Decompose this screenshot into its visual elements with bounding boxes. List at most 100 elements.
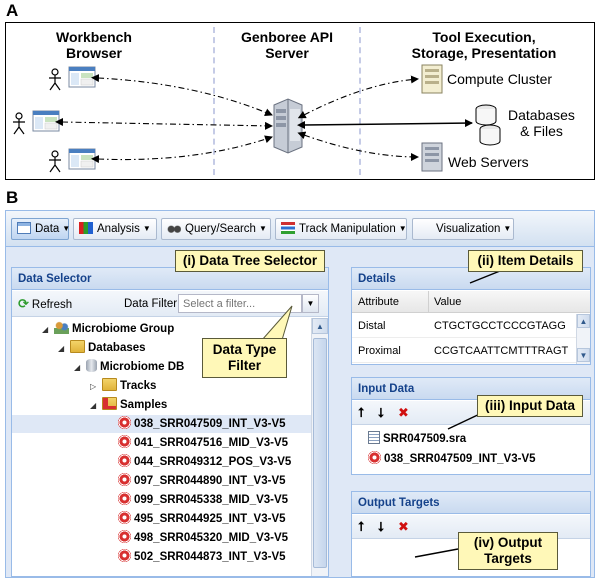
sample-icon: [118, 549, 131, 562]
browser-window-icon: [68, 66, 96, 88]
tree-node[interactable]: ◢Microbiome Group: [42, 320, 174, 338]
tree-toggle-icon[interactable]: ◢: [74, 363, 81, 372]
output-targets-title: Output Targets: [352, 492, 590, 514]
filter-dropdown-trigger[interactable]: ▼: [302, 294, 319, 313]
browser-window-icon: [32, 110, 60, 132]
callout-input-data: (iii) Input Data: [477, 395, 583, 417]
track-manipulation-menu-button[interactable]: Track Manipulation▼: [275, 218, 407, 240]
binoculars-icon: [167, 222, 181, 234]
details-grid-header: Attribute Value: [352, 291, 590, 313]
visualization-icon: [418, 222, 432, 234]
details-scrollbar[interactable]: ▲ ▼: [576, 314, 590, 364]
analysis-icon: [79, 222, 93, 234]
remove-icon[interactable]: ✖: [398, 405, 409, 420]
remove-icon[interactable]: ✖: [398, 519, 409, 534]
compute-cluster-icon: [421, 64, 443, 94]
data-selector-toolbar: ⟳Refresh Data Filter: ▼: [12, 291, 328, 317]
tree-scrollbar[interactable]: ▲: [311, 318, 328, 576]
move-up-icon[interactable]: ⭡: [358, 519, 365, 534]
user-icon: [13, 112, 25, 135]
attribute-column-header[interactable]: Attribute: [358, 296, 399, 308]
api-server-title: Genboree API Server: [240, 29, 334, 61]
architecture-diagram: Workbench Browser Genboree API Server To…: [5, 22, 595, 180]
sample-icon: [118, 435, 131, 448]
api-server-icon: [273, 98, 303, 154]
move-up-icon[interactable]: ⭡: [358, 405, 365, 420]
tree-node[interactable]: 097_SRR044890_INT_V3-V5: [106, 472, 286, 490]
sample-icon: [118, 473, 131, 486]
tree-toggle-icon[interactable]: ▷: [90, 382, 97, 391]
web-servers-label: Web Servers: [448, 154, 529, 170]
tree-node[interactable]: 495_SRR044925_INT_V3-V5: [106, 510, 286, 528]
query-search-menu-button[interactable]: Query/Search▼: [161, 218, 271, 240]
group-icon: [54, 321, 69, 334]
caret-down-icon: ▼: [62, 224, 71, 233]
database-icon: [86, 359, 97, 372]
data-grid-icon: [17, 222, 31, 234]
input-data-panel: Input Data ⭡ ⭣ ✖ SRR047509.sra 038_SRR047…: [351, 377, 591, 475]
data-filter-label: Data Filter:: [124, 298, 181, 310]
move-down-icon[interactable]: ⭣: [378, 519, 385, 534]
analysis-menu-button[interactable]: Analysis▼: [73, 218, 157, 240]
data-menu-button[interactable]: Data▼: [11, 218, 71, 240]
caret-down-icon: ▼: [258, 224, 267, 233]
tree-node[interactable]: 498_SRR045320_MID_V3-V5: [106, 529, 288, 547]
tree-node[interactable]: 099_SRR045338_MID_V3-V5: [106, 491, 288, 509]
tree-node[interactable]: 038_SRR047509_INT_V3-V5: [12, 415, 311, 433]
browser-window-icon: [68, 148, 96, 170]
caret-down-icon: ▼: [398, 224, 407, 233]
refresh-icon: ⟳: [18, 296, 29, 311]
user-icon: [49, 68, 61, 91]
visualization-menu-button[interactable]: Visualization▼: [412, 218, 514, 240]
data-tree: ◢Microbiome Group◢Databases◢Microbiome D…: [12, 318, 312, 576]
scroll-up-button[interactable]: ▲: [312, 318, 328, 334]
callout-output-targets: (iv) Output Targets: [458, 532, 558, 570]
folder-icon: [102, 378, 117, 391]
panel-b-letter: B: [6, 188, 19, 207]
data-filter-select[interactable]: [178, 294, 302, 313]
caret-down-icon: ▼: [142, 224, 151, 233]
panel-a-letter: A: [6, 1, 19, 20]
tree-toggle-icon[interactable]: ◢: [58, 344, 65, 353]
sample-icon: [368, 451, 381, 464]
tree-node[interactable]: 044_SRR049312_POS_V3-V5: [106, 453, 291, 471]
tool-execution-title: Tool Execution, Storage, Presentation: [411, 29, 557, 61]
table-row[interactable]: Proximal CCGTCAATTCMTTTRAGT: [352, 339, 576, 363]
main-toolbar: Data▼ Analysis▼ Query/Search▼ Track Mani…: [6, 211, 594, 247]
sample-icon: [118, 454, 131, 467]
databases-label: Databases & Files: [508, 107, 575, 139]
web-server-icon: [421, 142, 443, 172]
tree-node[interactable]: ◢Databases: [58, 339, 146, 357]
table-row[interactable]: Distal CTGCTGCCTCCCGTAGG: [352, 314, 576, 338]
refresh-button[interactable]: ⟳Refresh: [18, 296, 73, 311]
move-down-icon[interactable]: ⭣: [378, 405, 385, 420]
workbench-browser-title: Workbench Browser: [56, 29, 132, 61]
tree-node[interactable]: 041_SRR047516_MID_V3-V5: [106, 434, 288, 452]
sample-icon: [118, 530, 131, 543]
tracks-icon: [281, 222, 295, 234]
tree-node[interactable]: ◢Samples: [90, 396, 167, 414]
callout-item-details: (ii) Item Details: [468, 250, 583, 272]
callout-data-type-filter: Data Type Filter: [202, 338, 287, 378]
sample-icon: [118, 511, 131, 524]
value-column-header[interactable]: Value: [434, 296, 462, 308]
samples-folder-icon: [102, 397, 117, 410]
tree-node[interactable]: 502_SRR044873_INT_V3-V5: [106, 548, 286, 566]
data-selector-title: Data Selector: [12, 268, 328, 290]
file-icon: [368, 431, 380, 444]
data-selector-panel: Data Selector ⟳Refresh Data Filter: ▼ ◢M…: [11, 267, 329, 577]
list-item[interactable]: SRR047509.sra: [368, 430, 466, 448]
details-panel: Details Attribute Value Distal CTGCTGCCT…: [351, 267, 591, 365]
scroll-up-button[interactable]: ▲: [577, 314, 590, 328]
scroll-down-button[interactable]: ▼: [577, 348, 590, 362]
user-icon: [49, 150, 61, 173]
folder-open-icon: [70, 340, 85, 353]
tree-node[interactable]: ◢Microbiome DB: [74, 358, 184, 376]
tree-toggle-icon[interactable]: ◢: [42, 325, 49, 334]
tree-toggle-icon[interactable]: ◢: [90, 401, 97, 410]
tree-node[interactable]: ▷Tracks: [90, 377, 156, 395]
scroll-thumb[interactable]: [313, 338, 327, 568]
database-cylinders-icon: [475, 104, 501, 146]
input-data-title: Input Data: [352, 378, 590, 400]
list-item[interactable]: 038_SRR047509_INT_V3-V5: [368, 450, 536, 468]
